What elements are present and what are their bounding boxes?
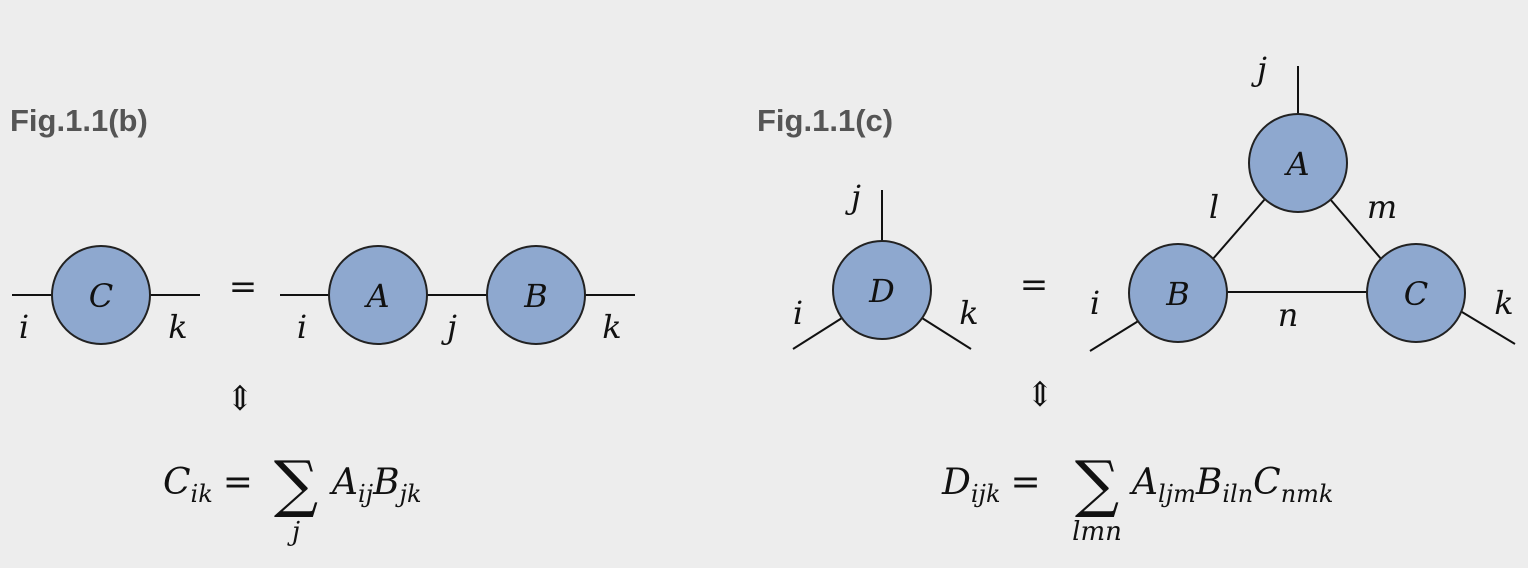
tensor-d-node (832, 240, 932, 340)
index-j-d: j (845, 178, 861, 216)
index-m: m (1367, 188, 1397, 226)
equivalence-arrow-c: ⇕ (1026, 375, 1055, 415)
tensor-c-node (51, 245, 151, 345)
sigma-b: ∑ (274, 447, 318, 520)
index-k-c: k (1494, 284, 1513, 322)
tensor-d-label: D (868, 272, 895, 310)
tensor-c-label: C (89, 277, 113, 315)
sigma-c: ∑ (1075, 447, 1119, 520)
tensor-b-node (486, 245, 586, 345)
equation-b-rhs: AijBjk (329, 462, 422, 508)
equivalence-arrow-b: ⇕ (226, 379, 255, 419)
index-k-d: k (959, 294, 978, 332)
index-i-d: i (793, 294, 803, 332)
tensor-c-node-c (1366, 243, 1466, 343)
sum-index-c: lmn (1072, 517, 1122, 547)
equals-sign-c: = (1020, 265, 1049, 305)
index-k-b: k (602, 308, 621, 346)
fig-b-label: Fig.1.1(b) (10, 103, 148, 138)
tensor-b-node-c (1128, 243, 1228, 343)
index-j-ab: j (441, 308, 457, 346)
wire-b-i (1089, 319, 1141, 352)
index-i-b: i (1090, 284, 1100, 322)
equation-c-rhs: AljmBilnCnmk (1129, 462, 1333, 508)
tensor-b-label: B (523, 277, 548, 315)
index-j-a: j (1251, 50, 1267, 88)
tensor-a-node (328, 245, 428, 345)
index-k-c: k (168, 308, 187, 346)
tensor-a-label-c: A (1283, 145, 1309, 183)
equation-c-lhs: Dijk= (941, 462, 1041, 508)
tensor-c-label-c: C (1404, 275, 1428, 313)
tensor-a-label: A (363, 277, 389, 315)
wire-d-i (792, 317, 843, 350)
index-i-a: i (297, 308, 307, 346)
wire-a-b-l (1211, 198, 1266, 261)
equation-b-lhs: Cik= (163, 462, 253, 508)
sum-index-b: j (287, 517, 300, 547)
fig-c-label: Fig.1.1(c) (757, 103, 893, 138)
wire-c-k (1461, 311, 1516, 345)
fig-c: Fig.1.1(c) D j i k = A B C j l m n i k ⇕… (757, 50, 1516, 547)
fig-b: Fig.1.1(b) C i k = A B i j k ⇕ Cik= ∑ j … (10, 103, 635, 547)
tensor-a-node-c (1248, 113, 1348, 213)
tensor-b-label-c: B (1165, 275, 1190, 313)
wire-a-c-m (1329, 198, 1383, 261)
index-l: l (1209, 188, 1219, 226)
wire-d-k (921, 317, 972, 350)
index-i-c: i (19, 308, 29, 346)
equals-sign-b: = (229, 267, 258, 307)
index-n: n (1278, 296, 1299, 334)
